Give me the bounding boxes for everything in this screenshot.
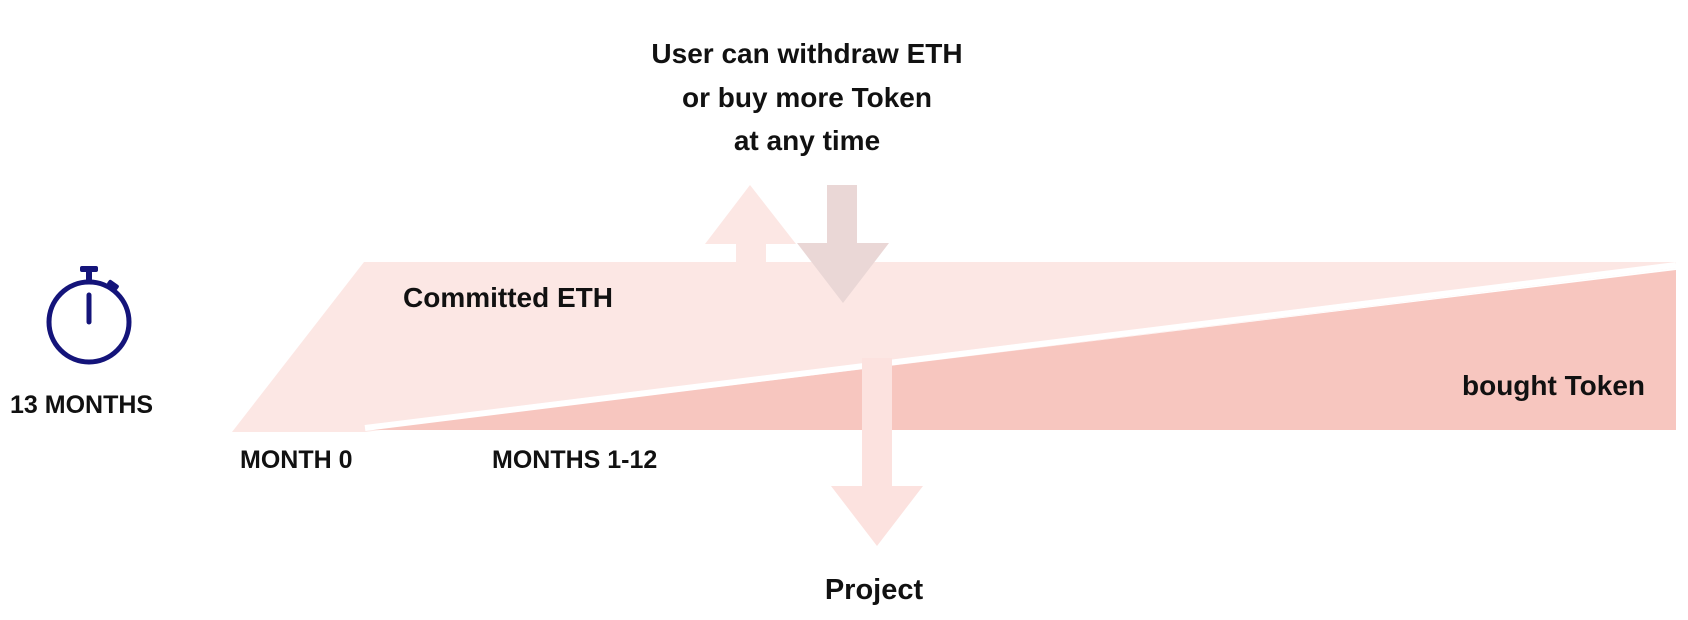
withdraw-up-arrow bbox=[705, 185, 796, 262]
project-label: Project bbox=[824, 574, 924, 606]
project-down-arrow bbox=[831, 358, 923, 546]
committed-eth-area bbox=[232, 262, 1676, 432]
stopwatch-icon bbox=[46, 266, 132, 365]
months-1-12-label: MONTHS 1-12 bbox=[492, 446, 658, 474]
separator-line bbox=[364, 262, 1677, 431]
committed-eth-label: Committed ETH bbox=[403, 282, 613, 313]
bought-token-label: bought Token bbox=[1462, 370, 1645, 401]
header-line-3: at any time bbox=[733, 125, 881, 156]
header-line-1: User can withdraw ETH bbox=[651, 38, 963, 69]
header-line-2: or buy more Token bbox=[682, 82, 932, 113]
buy-down-arrow bbox=[797, 185, 889, 303]
month-0-label: MONTH 0 bbox=[240, 446, 353, 474]
timer-label: 13 MONTHS bbox=[10, 391, 154, 419]
